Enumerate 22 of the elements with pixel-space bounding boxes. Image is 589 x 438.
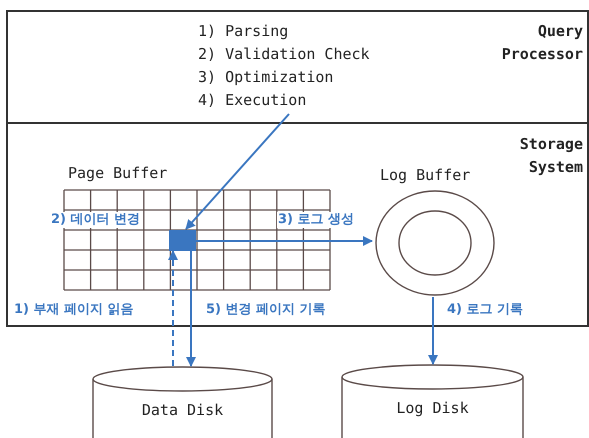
buffer-title: Page Buffer xyxy=(68,163,168,183)
edge-label: 5) 변경 페이지 기록 xyxy=(205,302,327,318)
disk-label: Data Disk xyxy=(140,400,224,420)
arrow xyxy=(186,251,196,367)
processor-panel xyxy=(6,10,589,124)
arrow xyxy=(168,250,178,366)
panel-title: Storage System xyxy=(518,134,583,178)
highlighted-page-cell xyxy=(169,230,196,251)
arrow xyxy=(194,236,373,246)
disk-label: Log Disk xyxy=(395,398,470,418)
step-text: 4) Execution xyxy=(198,90,306,110)
edge-label: 3) 로그 생성 xyxy=(277,212,356,228)
step-text: 3) Optimization xyxy=(198,67,334,87)
step-text: 2) Validation Check xyxy=(198,44,370,64)
arrow xyxy=(185,113,290,230)
panel-title: Query Processor xyxy=(500,21,583,65)
edge-label: 2) 데이터 변경 xyxy=(50,212,142,228)
step-text: 1) Parsing xyxy=(198,21,288,41)
buffer-title: Log Buffer xyxy=(380,165,470,185)
edge-label: 1) 부재 페이지 읽음 xyxy=(13,302,135,318)
arrow xyxy=(428,297,438,365)
edge-label: 4) 로그 기록 xyxy=(446,302,524,318)
